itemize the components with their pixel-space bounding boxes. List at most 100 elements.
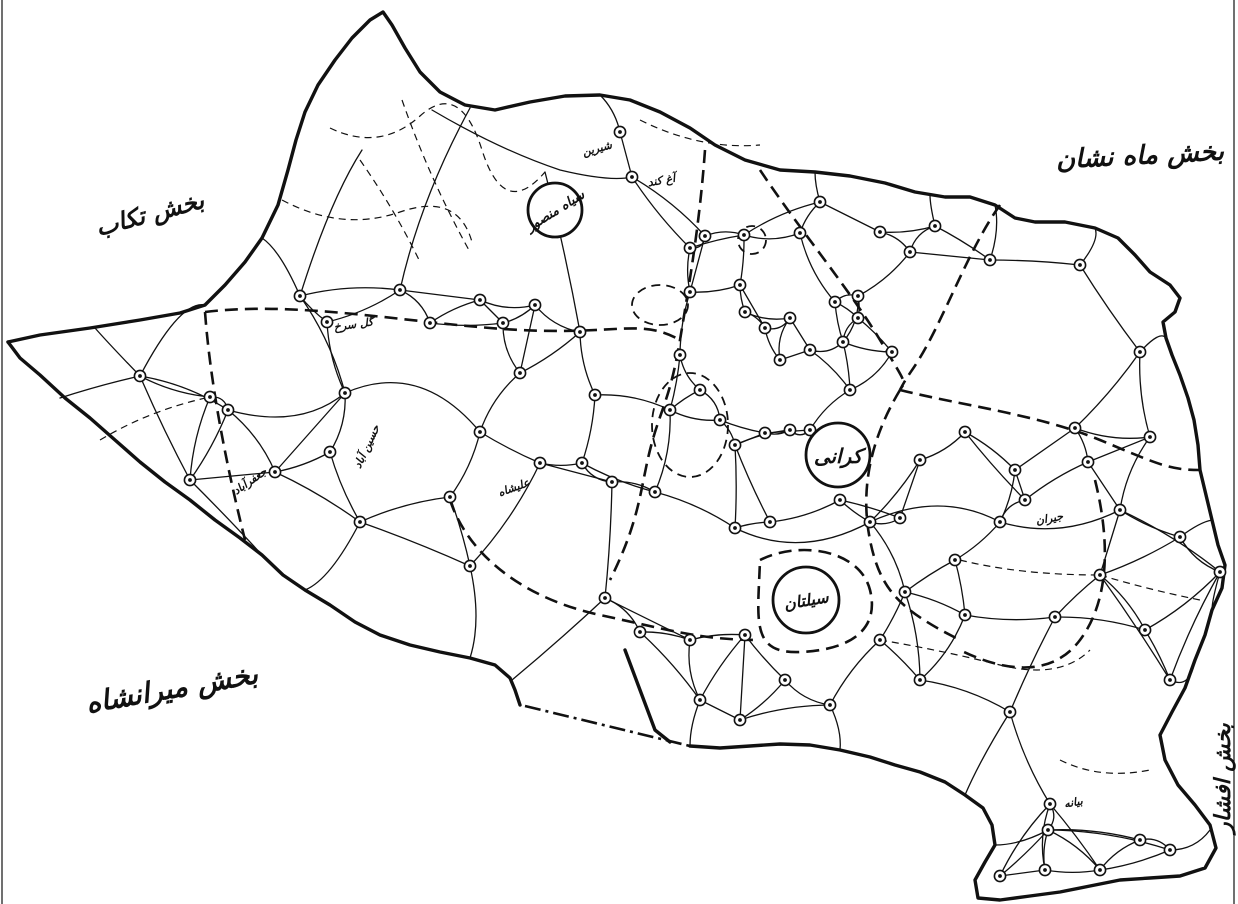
- village-marker-dot: [908, 250, 912, 254]
- village-marker: [813, 195, 827, 209]
- village-marker: [1163, 673, 1177, 687]
- village-marker-dot: [856, 294, 860, 298]
- road: [879, 591, 906, 641]
- village-marker: [893, 511, 907, 525]
- road: [299, 295, 346, 394]
- village-marker-dot: [963, 430, 967, 434]
- village-marker-dot: [963, 613, 967, 617]
- village-marker: [738, 628, 752, 642]
- road: [734, 505, 1121, 544]
- village-marker: [983, 253, 997, 267]
- village-marker-dot: [998, 520, 1002, 524]
- village-marker-dot: [841, 340, 845, 344]
- road: [261, 237, 301, 297]
- road: [1047, 829, 1141, 841]
- road: [1099, 839, 1141, 871]
- village-marker-dot: [1073, 426, 1077, 430]
- road: [1049, 803, 1101, 871]
- road: [904, 591, 921, 681]
- road: [631, 176, 691, 249]
- road: [857, 251, 911, 297]
- village-marker: [1081, 455, 1095, 469]
- road: [1144, 571, 1221, 631]
- road: [581, 394, 596, 464]
- road: [909, 251, 991, 261]
- road: [449, 431, 481, 498]
- village-marker: [323, 445, 337, 459]
- village-marker-dot: [918, 678, 922, 682]
- road: [769, 499, 841, 523]
- road: [1087, 436, 1151, 463]
- road: [839, 499, 901, 519]
- road: [431, 109, 633, 180]
- village-marker: [898, 585, 912, 599]
- road: [1014, 427, 1076, 471]
- village-marker-dot: [953, 558, 957, 562]
- village-marker: [605, 475, 619, 489]
- village-marker: [793, 226, 807, 240]
- road: [689, 699, 701, 747]
- village-marker: [625, 170, 639, 184]
- village-marker: [733, 713, 747, 727]
- rural-district-siah-mansur: سیاه منصور: [522, 181, 588, 239]
- village-marker: [828, 295, 842, 309]
- road: [139, 375, 191, 481]
- road: [879, 639, 921, 681]
- village-marker: [598, 591, 612, 605]
- village-marker: [698, 229, 712, 243]
- village-marker: [268, 465, 282, 479]
- rural-boundary: [757, 548, 874, 654]
- village-marker-dot: [878, 638, 882, 642]
- road: [1099, 536, 1181, 576]
- dashed-loop: [651, 372, 729, 478]
- village-marker-dot: [1053, 615, 1057, 619]
- village-labels: شیرین آغ کند گل سرخ حسین آباد جعفرآباد ع…: [230, 138, 1085, 810]
- village-marker-dot: [226, 408, 230, 412]
- road: [304, 521, 361, 591]
- road: [669, 409, 721, 421]
- road: [964, 431, 1026, 501]
- village-marker-dot: [788, 316, 792, 320]
- rural-boundary: [898, 204, 1002, 391]
- village-marker-dot: [742, 233, 746, 237]
- village-marker-dot: [778, 358, 782, 362]
- road: [809, 349, 851, 391]
- track: [329, 103, 546, 192]
- village-marker-dot: [903, 590, 907, 594]
- road: [511, 597, 606, 681]
- road: [954, 559, 966, 616]
- village-marker: [663, 403, 677, 417]
- village-marker: [803, 423, 817, 437]
- road: [359, 496, 451, 523]
- village-label: گل سرخ: [333, 314, 378, 334]
- road: [274, 392, 346, 473]
- village-marker: [1163, 843, 1177, 857]
- road: [743, 232, 801, 240]
- road: [189, 396, 211, 481]
- village-marker: [293, 289, 307, 303]
- village-marker-dot: [988, 258, 992, 262]
- village-marker-dot: [878, 230, 882, 234]
- rural-district-label: کرانی: [814, 444, 867, 469]
- village-marker-dot: [848, 388, 852, 392]
- road: [1119, 509, 1221, 573]
- village-marker: [783, 423, 797, 437]
- road: [904, 591, 966, 616]
- village-marker-dot: [733, 443, 737, 447]
- village-marker: [873, 633, 887, 647]
- road: [139, 375, 229, 411]
- road: [829, 639, 881, 706]
- village-marker-dot: [998, 874, 1002, 878]
- tracks: [99, 99, 1201, 774]
- village-marker: [993, 869, 1007, 883]
- rural-district-circle: [804, 421, 872, 489]
- village-marker: [758, 321, 772, 335]
- road: [799, 232, 836, 303]
- village-marker-dot: [718, 418, 722, 422]
- road: [743, 201, 821, 236]
- village-marker-dot: [1148, 435, 1152, 439]
- road: [849, 351, 893, 391]
- road: [686, 247, 691, 293]
- road: [1044, 869, 1101, 874]
